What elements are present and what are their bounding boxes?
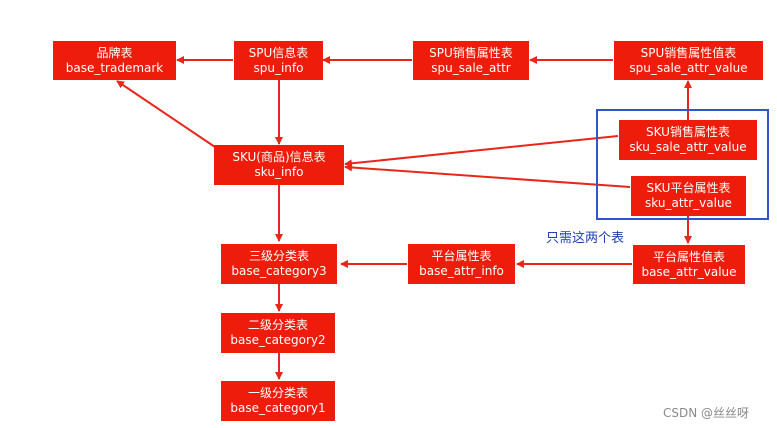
node-title: 一级分类表 bbox=[247, 386, 308, 400]
node-attr-info: 平台属性表 base_attr_info bbox=[408, 244, 515, 284]
node-table: base_trademark bbox=[65, 60, 164, 75]
watermark: CSDN @丝丝呀 bbox=[663, 406, 750, 420]
node-table: base_attr_value bbox=[641, 264, 737, 279]
node-title: 平台属性值表 bbox=[652, 249, 725, 264]
node-title: SPU销售属性值表 bbox=[640, 45, 737, 60]
node-title: SKU(商品)信息表 bbox=[232, 150, 326, 164]
node-spu-info: SPU信息表 spu_info bbox=[234, 41, 323, 80]
node-table: base_category3 bbox=[231, 264, 327, 278]
node-spu-sale-attr-value: SPU销售属性值表 spu_sale_attr_value bbox=[614, 41, 763, 80]
node-table: sku_attr_value bbox=[645, 196, 732, 210]
node-category2: 二级分类表 base_category2 bbox=[221, 313, 335, 353]
node-trademark: 品牌表 base_trademark bbox=[53, 41, 176, 80]
arrow-sku-attr-value-to-sku-info bbox=[344, 163, 631, 188]
node-title: 品牌表 bbox=[96, 45, 133, 60]
node-table: base_category2 bbox=[230, 333, 326, 347]
node-table: sku_sale_attr_value bbox=[629, 140, 747, 154]
node-attr-value: 平台属性值表 base_attr_value bbox=[633, 245, 745, 284]
node-table: spu_info bbox=[253, 60, 304, 75]
annotation-note: 只需这两个表 bbox=[546, 231, 625, 246]
node-category3: 三级分类表 base_category3 bbox=[221, 244, 337, 284]
node-sku-attr-value: SKU平台属性表 sku_attr_value bbox=[631, 176, 746, 216]
node-title: 平台属性表 bbox=[431, 249, 492, 263]
node-title: SPU销售属性表 bbox=[429, 45, 513, 60]
node-title: SPU信息表 bbox=[248, 45, 309, 60]
node-title: SKU销售属性表 bbox=[646, 125, 730, 139]
arrow-sku-sale-attr-value-to-sku-info bbox=[344, 135, 619, 168]
highlight-box bbox=[596, 109, 769, 220]
node-spu-sale-attr: SPU销售属性表 spu_sale_attr bbox=[413, 41, 529, 80]
node-table: base_category1 bbox=[230, 401, 326, 415]
node-table: sku_info bbox=[254, 165, 304, 179]
node-sku-info: SKU(商品)信息表 sku_info bbox=[214, 145, 344, 185]
node-table: spu_sale_attr bbox=[431, 60, 511, 75]
arrow-sku-info-to-trademark bbox=[116, 80, 216, 148]
node-table: spu_sale_attr_value bbox=[629, 60, 748, 75]
node-title: 三级分类表 bbox=[248, 249, 309, 263]
node-sku-sale-attr-value: SKU销售属性表 sku_sale_attr_value bbox=[619, 120, 757, 160]
node-table: base_attr_info bbox=[419, 264, 504, 278]
node-category1: 一级分类表 base_category1 bbox=[221, 381, 335, 421]
node-title: SKU平台属性表 bbox=[646, 181, 731, 195]
node-title: 二级分类表 bbox=[247, 318, 308, 332]
